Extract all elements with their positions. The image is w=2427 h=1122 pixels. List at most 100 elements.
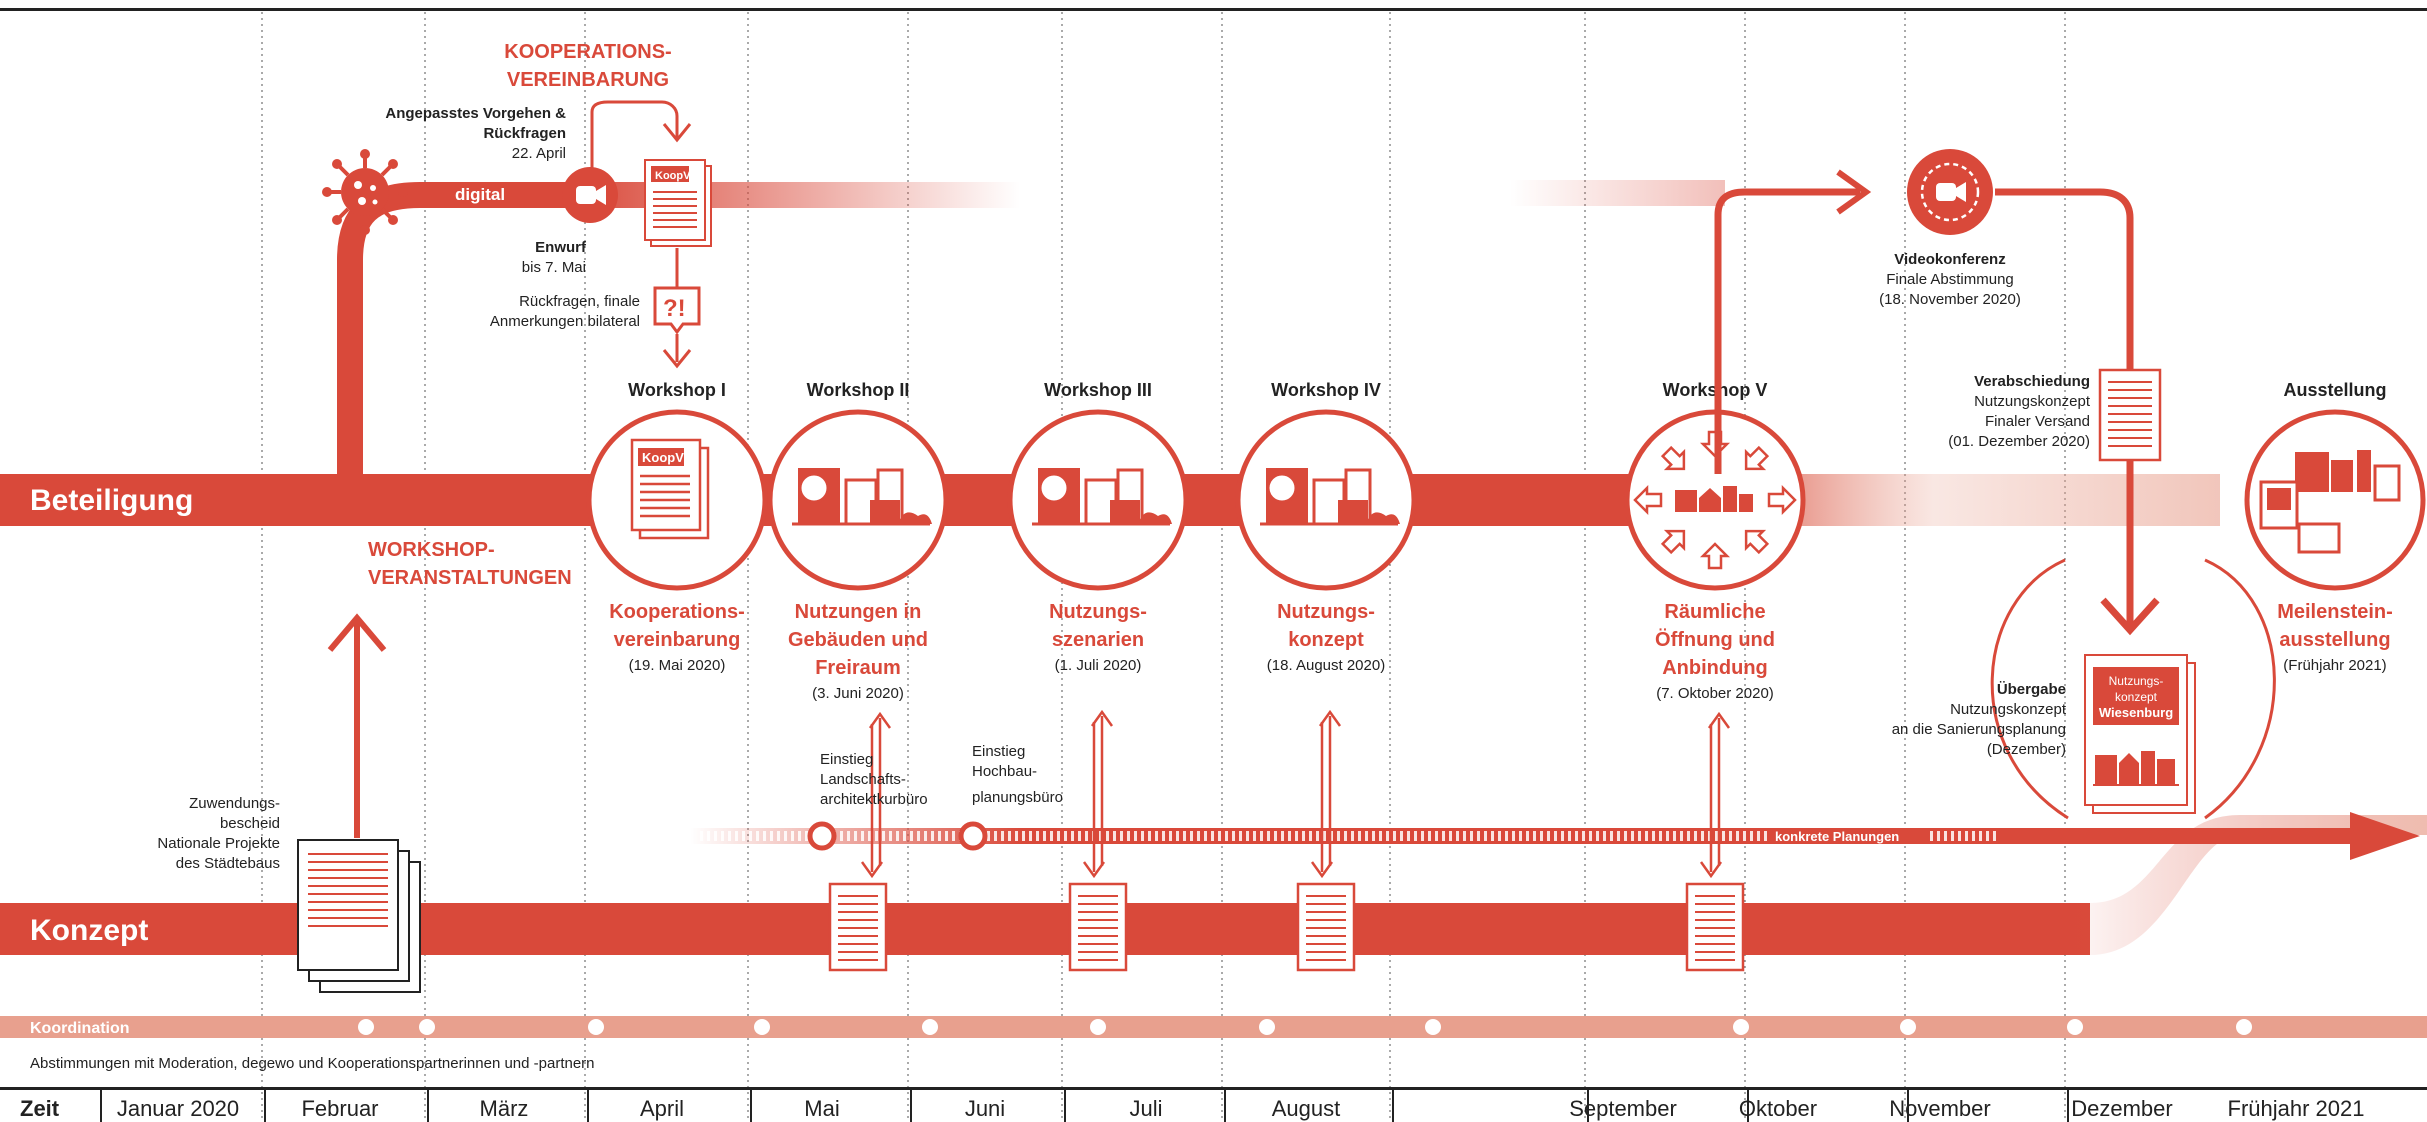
workshop-result-line2: Öffnung und — [1655, 628, 1775, 651]
koordination-dot — [2067, 1019, 2083, 1035]
koopv-document-large-icon: KoopV — [630, 438, 710, 540]
workshop-result-line1: Nutzungs- — [1049, 601, 1147, 623]
workshop-result-line1: Nutzungs- — [1277, 601, 1375, 623]
koordination-dot — [922, 1019, 938, 1035]
workshop-konzept-link — [860, 711, 892, 879]
month-label: April — [640, 1096, 684, 1121]
uebergabe-line-2: Nutzungskonzept — [1950, 701, 2067, 718]
zuwendung-document-stack-icon — [297, 839, 421, 993]
nutzungskonzept-document-icon: Nutzungs- konzept Wiesenburg — [2084, 654, 2196, 814]
einstieg-landschaft-marker — [807, 821, 837, 851]
workshop-date: (19. Mai 2020) — [629, 657, 726, 674]
svg-text:Nutzungs-: Nutzungs- — [2109, 674, 2164, 688]
video-camera-icon — [562, 167, 618, 223]
einstieg1-line-3: architektkurbüro — [820, 791, 928, 808]
konzept-document-icon — [1296, 882, 1356, 972]
video-branch-arrowhead — [1836, 169, 1872, 215]
einstieg-hochbau-marker — [958, 821, 988, 851]
digital-branch-curve — [337, 182, 570, 474]
uebergabe-arc — [1990, 558, 2276, 820]
verabschiedung-document-icon — [2098, 368, 2162, 462]
workshop-date: (7. Oktober 2020) — [1656, 685, 1774, 702]
svg-text:KoopV: KoopV — [655, 170, 691, 182]
digital-label: digital — [455, 185, 505, 204]
koopv-title-1: KOOPERATIONS- — [504, 41, 671, 63]
digital-branch-fade — [570, 182, 1020, 208]
workshop-result-line2: konzept — [1288, 629, 1364, 651]
verabschiedung-line-3: Finaler Versand — [1985, 413, 2090, 430]
vorgehen-line-1: Angepasstes Vorgehen & — [385, 105, 566, 122]
koopv-document-icon: KoopV — [644, 159, 712, 247]
video-line-3: (18. November 2020) — [1879, 291, 2021, 308]
workshop-date: (18. August 2020) — [1267, 657, 1385, 674]
workshop-title: Workshop III — [1044, 380, 1152, 400]
rueckfragen-line-2: Anmerkungen bilateral — [490, 313, 640, 330]
exhibition-icon — [2259, 450, 2401, 554]
entwurf-line-2: bis 7. Mai — [522, 259, 586, 276]
vorgehen-line-3: 22. April — [512, 145, 566, 162]
koordination-dot — [358, 1019, 374, 1035]
workshop-node — [1007, 409, 1189, 591]
workshop-title: Workshop I — [628, 380, 726, 400]
koordination-dot — [588, 1019, 604, 1035]
einstieg2-line-3: planungsbüro — [972, 789, 1063, 806]
vorgehen-line-2: Rückfragen — [483, 125, 566, 142]
question-exclamation-icon: ?! — [653, 286, 701, 335]
einstieg1-line-2: Landschafts- — [820, 771, 906, 788]
workshop-date: (3. Juni 2020) — [812, 685, 904, 702]
svg-text:Wiesenburg: Wiesenburg — [2099, 705, 2173, 720]
zuwendung-line-1: Zuwendungs- — [189, 795, 280, 812]
workshop-result-line1: Meilenstein- — [2277, 601, 2393, 623]
konzept-rise — [2050, 815, 2427, 955]
workshop-result-line3: Anbindung — [1662, 657, 1768, 679]
workshop-node — [2244, 409, 2426, 591]
workshop-result-line2: ausstellung — [2279, 629, 2390, 651]
koordination-dot — [1425, 1019, 1441, 1035]
virus-icon — [322, 149, 408, 235]
koordination-dots — [358, 1019, 2252, 1035]
workshop-result-line2: vereinbarung — [614, 629, 741, 651]
zuwendung-line-2: bescheid — [220, 815, 280, 832]
month-label: Februar — [301, 1096, 378, 1121]
svg-text:?!: ?! — [663, 295, 686, 322]
zeit-label: Zeit — [20, 1096, 60, 1121]
koopv-title-2: VEREINBARUNG — [507, 69, 669, 91]
buildings-icon — [792, 468, 932, 526]
koopv-loop-arrowhead — [662, 123, 692, 143]
workshop-section-label-1: WORKSHOP- — [368, 539, 495, 561]
month-label: Dezember — [2071, 1096, 2172, 1121]
buildings-icon — [1260, 468, 1400, 526]
einstieg1-line-1: Einstieg — [820, 751, 873, 768]
rueckfragen-line-1: Rückfragen, finale — [519, 293, 640, 310]
video-branch-line — [1714, 188, 1860, 474]
konzept-lane-label: Konzept — [30, 914, 148, 947]
workshop-konzept-link — [1310, 709, 1342, 879]
workshop-node — [767, 409, 949, 591]
month-label: Juli — [1129, 1096, 1162, 1121]
month-label: Januar 2020 — [117, 1096, 239, 1121]
video-line-1: Videokonferenz — [1894, 251, 2005, 268]
koordination-dot — [1900, 1019, 1916, 1035]
workshop-konzept-link — [1082, 709, 1114, 879]
workshop-result-line1: Nutzungen in — [795, 601, 922, 623]
koordination-dot — [2236, 1019, 2252, 1035]
planung-dashes — [700, 831, 1996, 841]
koordination-dot — [1259, 1019, 1275, 1035]
konzept-document-icon — [1685, 882, 1745, 972]
uebergabe-line-1: Übergabe — [1997, 681, 2066, 698]
koopv-down-arrowhead — [662, 349, 692, 369]
workshop-konzept-link — [1699, 711, 1731, 879]
workshop-result-line1: Räumliche — [1664, 601, 1765, 623]
workshop-title: Workshop IV — [1271, 380, 1381, 400]
konzept-document-icon — [1068, 882, 1128, 972]
svg-text:konzept: konzept — [2115, 690, 2158, 704]
verabschiedung-line-2: Nutzungskonzept — [1974, 393, 2091, 410]
koopv-loop-arrow — [590, 100, 679, 168]
video-line-2: Finale Abstimmung — [1886, 271, 2014, 288]
zuwendung-line-3: Nationale Projekte — [157, 835, 280, 852]
verabschiedung-line-1: Verabschiedung — [1974, 373, 2090, 390]
zuwendung-up-arrowhead — [327, 613, 387, 652]
einstieg2-line-1: Einstieg — [972, 743, 1025, 760]
